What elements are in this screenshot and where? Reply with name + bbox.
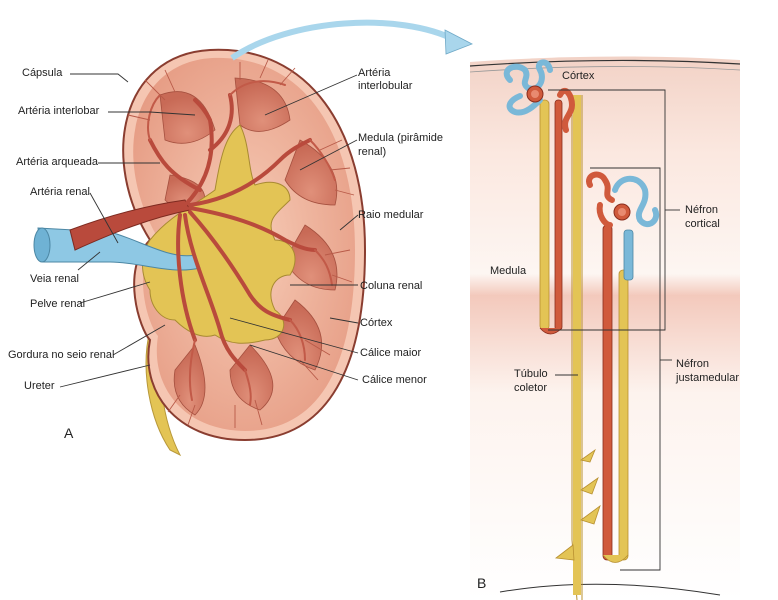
label-arteria-arqueada: Artéria arqueada <box>16 156 98 168</box>
zoom-arrowhead <box>444 29 473 55</box>
label-nefron-cortical-line2: cortical <box>685 218 720 230</box>
label-calice-maior: Cálice maior <box>360 347 422 359</box>
label-arteria-interlobular-line2: interlobular <box>358 80 413 92</box>
label-raio-medular: Raio medular <box>358 209 424 221</box>
label-arteria-renal: Artéria renal <box>30 186 90 198</box>
label-pelve-renal: Pelve renal <box>30 298 86 310</box>
label-nefron-justamedular-line2: justamedular <box>676 372 739 384</box>
nephron-panel <box>469 56 741 600</box>
arterial-branches <box>148 93 317 372</box>
panel-b-letter: B <box>477 575 487 591</box>
label-medula-line1: Medula (pirâmide <box>358 132 443 144</box>
label-cortex-a: Córtex <box>360 317 393 329</box>
label-medula-line2: renal) <box>358 146 387 158</box>
label-coluna-renal: Coluna renal <box>360 280 423 292</box>
arcuate-arteries <box>147 80 336 406</box>
label-nefron-justamedular-line1: Néfron <box>676 358 710 370</box>
collecting-duct <box>571 95 583 600</box>
label-gordura-seio-renal: Gordura no seio renal <box>8 349 115 361</box>
label-arteria-interlobular-line1: Artéria <box>358 67 391 79</box>
juxtamedullary-nephron <box>586 171 660 563</box>
interlobular-arteries <box>127 59 355 428</box>
panel-a-letter: A <box>64 425 74 441</box>
zoom-arrow <box>230 19 457 61</box>
label-tubulo-coletor-line1: Túbulo <box>514 368 548 380</box>
panel-a-leader-lines <box>59 73 359 388</box>
label-calice-menor: Cálice menor <box>362 374 427 386</box>
label-arteria-interlobar: Artéria interlobar <box>18 105 100 117</box>
label-medula-b: Medula <box>490 265 527 277</box>
bottom-line <box>499 583 721 596</box>
renal-pyramids <box>159 77 338 416</box>
collecting-duct-branches <box>554 448 601 561</box>
label-tubulo-coletor-line2: coletor <box>514 382 548 394</box>
label-capsula: Cápsula <box>22 67 63 79</box>
nephron-brackets <box>548 89 680 571</box>
label-cortex-b: Córtex <box>562 70 595 82</box>
kidney-cross-section <box>33 48 367 457</box>
capsule-line-top <box>469 59 741 67</box>
label-ureter: Ureter <box>24 380 55 392</box>
label-nefron-cortical-line1: Néfron <box>685 204 719 216</box>
cortical-nephron <box>503 59 576 335</box>
label-veia-renal: Veia renal <box>30 273 79 285</box>
